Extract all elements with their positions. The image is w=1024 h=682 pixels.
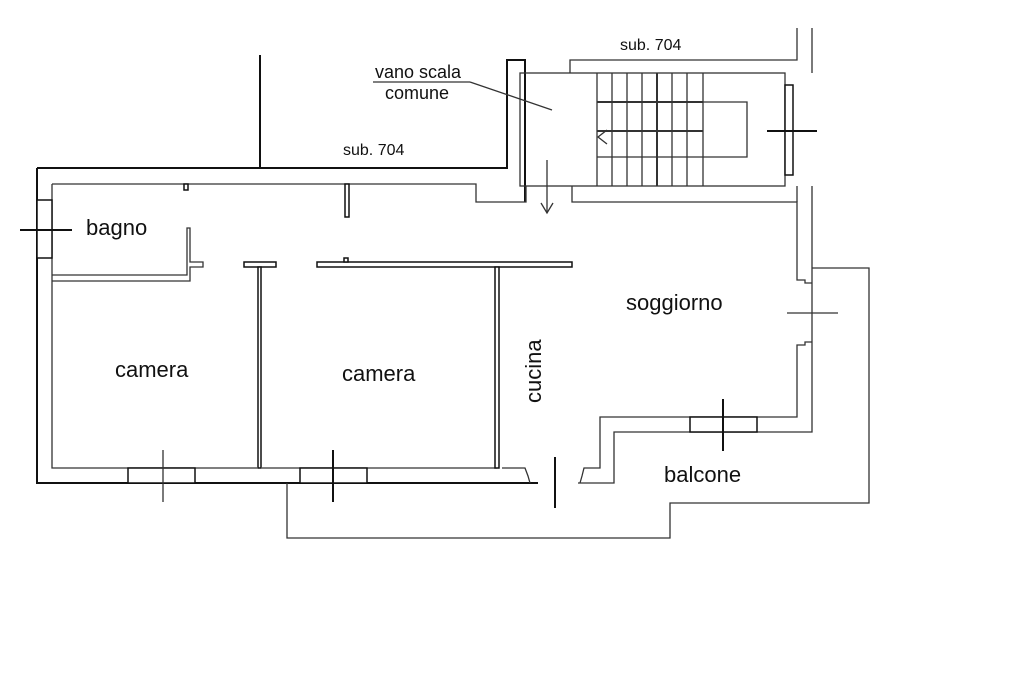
room-label-cucina: cucina bbox=[521, 339, 546, 403]
room-label-soggiorno: soggiorno bbox=[626, 290, 723, 315]
stairwell-label-line1: vano scala bbox=[375, 62, 462, 82]
windows bbox=[20, 199, 838, 508]
stair-direction-arrow bbox=[596, 129, 608, 145]
entrance-arrow-icon bbox=[540, 160, 554, 215]
room-label-camera-2: camera bbox=[342, 361, 416, 386]
stair-steps bbox=[596, 73, 748, 186]
stairwell-label-line2: comune bbox=[385, 83, 449, 103]
interior-walls bbox=[52, 183, 573, 469]
room-label-bagno: bagno bbox=[86, 215, 147, 240]
sub-704-label-top: sub. 704 bbox=[620, 37, 681, 54]
room-label-camera-1: camera bbox=[115, 357, 189, 382]
balcony-outline bbox=[286, 267, 870, 539]
sub-704-label-left: sub. 704 bbox=[343, 142, 404, 159]
room-label-balcone: balcone bbox=[664, 462, 741, 487]
stairwell bbox=[373, 72, 817, 215]
